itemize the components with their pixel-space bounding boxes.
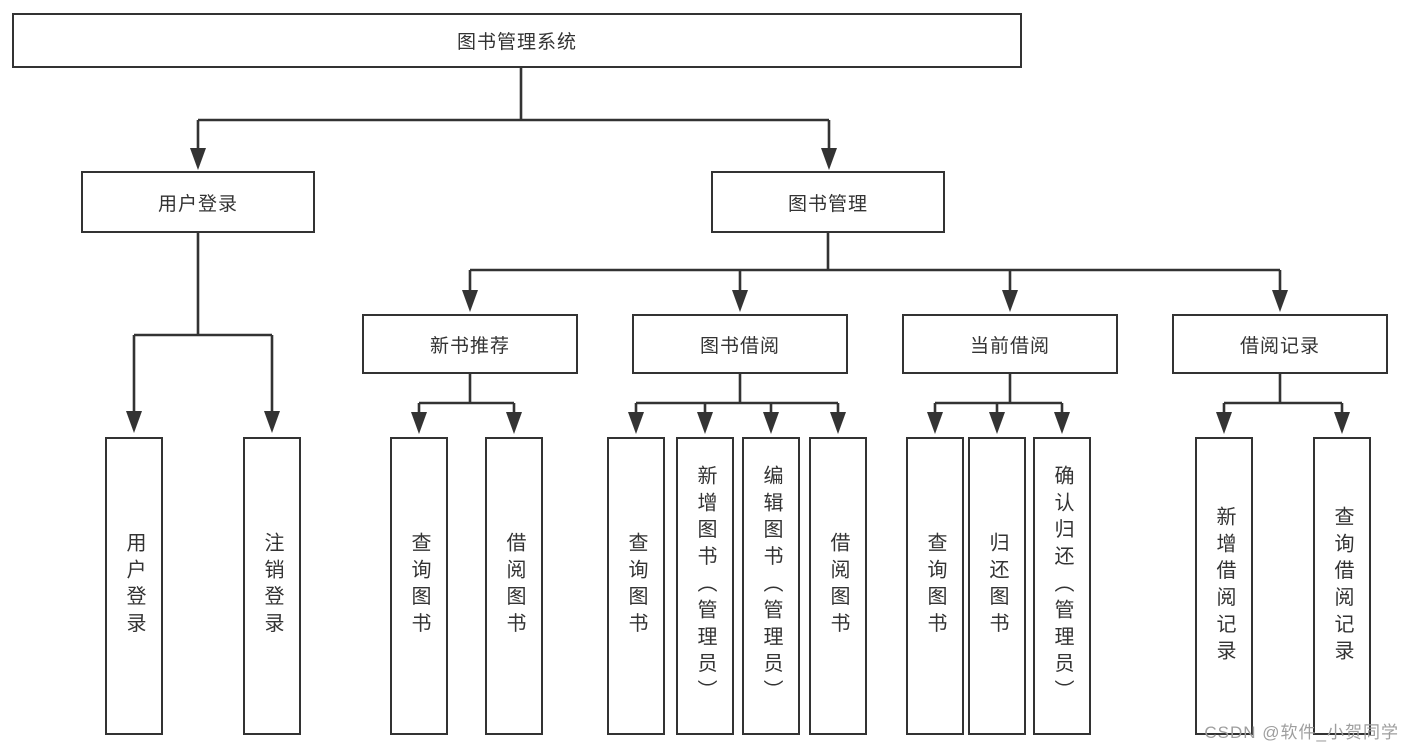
node-user-login: 用户登录	[81, 171, 315, 233]
leaf-query-books-recommend: 查询图书	[390, 437, 448, 735]
leaf-query-books-current: 查询图书	[906, 437, 964, 735]
leaf-borrow-books-borrowing: 借阅图书	[809, 437, 867, 735]
leaf-confirm-return-admin: 确认归还（管理员）	[1033, 437, 1091, 735]
leaf-return-book: 归还图书	[968, 437, 1026, 735]
node-book-borrowing: 图书借阅	[632, 314, 848, 374]
leaf-query-books-borrowing: 查询图书	[607, 437, 665, 735]
node-library-management-system: 图书管理系统	[12, 13, 1022, 68]
leaf-query-borrow-record: 查询借阅记录	[1313, 437, 1371, 735]
leaf-borrow-books-recommend: 借阅图书	[485, 437, 543, 735]
leaf-edit-book-admin: 编辑图书（管理员）	[742, 437, 800, 735]
csdn-watermark: CSDN @软件_小贺同学	[1204, 723, 1399, 742]
connector-arrowheads	[126, 148, 1350, 434]
node-new-book-recommendation: 新书推荐	[362, 314, 578, 374]
leaf-add-borrow-record: 新增借阅记录	[1195, 437, 1253, 735]
node-borrowing-records: 借阅记录	[1172, 314, 1388, 374]
leaf-logout: 注销登录	[243, 437, 301, 735]
connector-paths	[132, 68, 1344, 414]
node-book-management: 图书管理	[711, 171, 945, 233]
node-current-borrowing: 当前借阅	[902, 314, 1118, 374]
leaf-user-login: 用户登录	[105, 437, 163, 735]
leaf-add-book-admin: 新增图书（管理员）	[676, 437, 734, 735]
